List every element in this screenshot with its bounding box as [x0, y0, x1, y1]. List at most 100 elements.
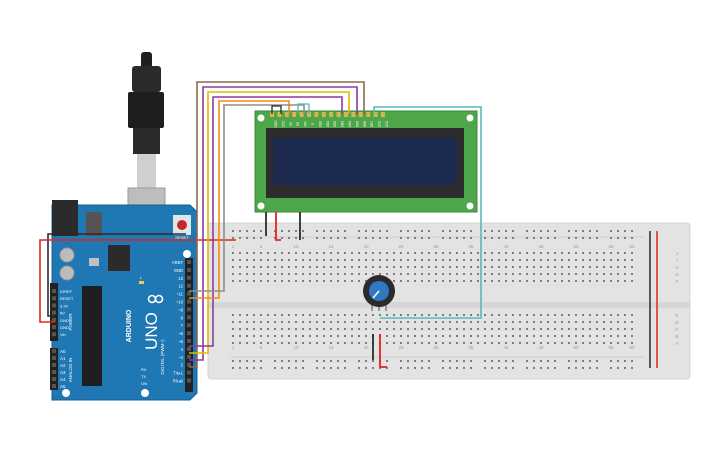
breadboard-hole[interactable]: [582, 259, 584, 261]
wire-pin4-db5[interactable]: [189, 91, 350, 354]
rail-hole[interactable]: [414, 230, 416, 232]
breadboard-hole[interactable]: [526, 342, 528, 344]
breadboard-hole[interactable]: [519, 273, 521, 275]
rail-hole[interactable]: [631, 360, 633, 362]
breadboard-hole[interactable]: [603, 342, 605, 344]
breadboard-hole[interactable]: [547, 266, 549, 268]
breadboard-hole[interactable]: [330, 273, 332, 275]
breadboard-hole[interactable]: [463, 314, 465, 316]
rail-hole[interactable]: [526, 230, 528, 232]
breadboard-hole[interactable]: [477, 273, 479, 275]
breadboard-hole[interactable]: [351, 321, 353, 323]
breadboard-hole[interactable]: [540, 314, 542, 316]
breadboard-hole[interactable]: [358, 266, 360, 268]
breadboard-hole[interactable]: [239, 342, 241, 344]
breadboard-hole[interactable]: [449, 259, 451, 261]
header-pin[interactable]: [187, 315, 191, 320]
rail-hole[interactable]: [246, 237, 248, 239]
rail-hole[interactable]: [295, 367, 297, 369]
rail-hole[interactable]: [253, 367, 255, 369]
rail-hole[interactable]: [442, 367, 444, 369]
breadboard-hole[interactable]: [442, 252, 444, 254]
rail-hole[interactable]: [617, 360, 619, 362]
breadboard-hole[interactable]: [386, 314, 388, 316]
breadboard-hole[interactable]: [540, 266, 542, 268]
rail-hole[interactable]: [337, 367, 339, 369]
breadboard-hole[interactable]: [575, 328, 577, 330]
breadboard-hole[interactable]: [421, 280, 423, 282]
breadboard-hole[interactable]: [505, 252, 507, 254]
breadboard-hole[interactable]: [547, 259, 549, 261]
breadboard-hole[interactable]: [435, 280, 437, 282]
rail-hole[interactable]: [358, 237, 360, 239]
rail-hole[interactable]: [281, 367, 283, 369]
rail-hole[interactable]: [463, 230, 465, 232]
breadboard-hole[interactable]: [498, 266, 500, 268]
breadboard-hole[interactable]: [302, 342, 304, 344]
breadboard-hole[interactable]: [533, 259, 535, 261]
rail-hole[interactable]: [372, 230, 374, 232]
breadboard-hole[interactable]: [372, 321, 374, 323]
breadboard-hole[interactable]: [512, 280, 514, 282]
rail-hole[interactable]: [274, 360, 276, 362]
breadboard-hole[interactable]: [351, 328, 353, 330]
breadboard-hole[interactable]: [232, 259, 234, 261]
breadboard-hole[interactable]: [309, 314, 311, 316]
header-pin[interactable]: [52, 384, 56, 388]
breadboard-hole[interactable]: [246, 252, 248, 254]
breadboard-hole[interactable]: [379, 321, 381, 323]
breadboard-hole[interactable]: [435, 335, 437, 337]
rail-hole[interactable]: [617, 367, 619, 369]
rail-hole[interactable]: [239, 237, 241, 239]
breadboard-hole[interactable]: [253, 252, 255, 254]
breadboard-hole[interactable]: [617, 280, 619, 282]
rail-hole[interactable]: [484, 360, 486, 362]
rail-hole[interactable]: [575, 237, 577, 239]
breadboard-hole[interactable]: [463, 342, 465, 344]
breadboard-hole[interactable]: [582, 342, 584, 344]
breadboard-hole[interactable]: [575, 335, 577, 337]
lcd-pin[interactable]: [336, 112, 341, 117]
rail-hole[interactable]: [365, 360, 367, 362]
breadboard-hole[interactable]: [267, 252, 269, 254]
breadboard-hole[interactable]: [253, 342, 255, 344]
breadboard-hole[interactable]: [253, 335, 255, 337]
rail-hole[interactable]: [568, 367, 570, 369]
rail-hole[interactable]: [323, 237, 325, 239]
breadboard-hole[interactable]: [449, 321, 451, 323]
breadboard-hole[interactable]: [253, 321, 255, 323]
breadboard-hole[interactable]: [358, 273, 360, 275]
rail-hole[interactable]: [400, 237, 402, 239]
breadboard-hole[interactable]: [295, 342, 297, 344]
breadboard-hole[interactable]: [533, 335, 535, 337]
breadboard-hole[interactable]: [309, 266, 311, 268]
breadboard-hole[interactable]: [582, 280, 584, 282]
breadboard-hole[interactable]: [281, 252, 283, 254]
rail-hole[interactable]: [407, 230, 409, 232]
breadboard-hole[interactable]: [624, 335, 626, 337]
breadboard-hole[interactable]: [428, 252, 430, 254]
header-pin[interactable]: [187, 370, 191, 375]
rail-hole[interactable]: [463, 237, 465, 239]
rail-hole[interactable]: [302, 367, 304, 369]
rail-hole[interactable]: [232, 230, 234, 232]
breadboard-hole[interactable]: [449, 280, 451, 282]
breadboard-hole[interactable]: [393, 252, 395, 254]
rail-hole[interactable]: [596, 360, 598, 362]
breadboard-hole[interactable]: [603, 328, 605, 330]
rail-hole[interactable]: [456, 230, 458, 232]
breadboard-hole[interactable]: [561, 259, 563, 261]
rail-hole[interactable]: [421, 360, 423, 362]
breadboard-hole[interactable]: [400, 252, 402, 254]
breadboard-hole[interactable]: [617, 335, 619, 337]
rail-hole[interactable]: [533, 367, 535, 369]
breadboard-hole[interactable]: [295, 252, 297, 254]
breadboard-hole[interactable]: [477, 328, 479, 330]
breadboard-hole[interactable]: [323, 280, 325, 282]
rail-hole[interactable]: [246, 230, 248, 232]
rail-hole[interactable]: [470, 237, 472, 239]
breadboard-hole[interactable]: [246, 328, 248, 330]
breadboard-hole[interactable]: [267, 266, 269, 268]
rail-hole[interactable]: [463, 367, 465, 369]
header-pin[interactable]: [52, 363, 56, 367]
